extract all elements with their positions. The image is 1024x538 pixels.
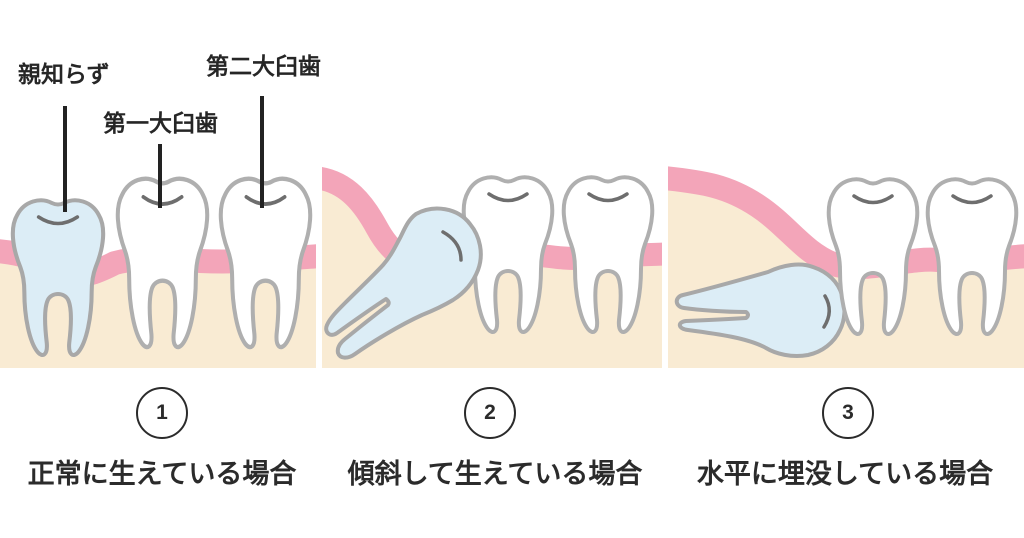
- pointer-line-wisdom-tooth: [63, 106, 67, 212]
- panel-3-caption: 水平に埋没している場合: [696, 459, 994, 489]
- panel-1-number-badge: 1: [136, 387, 188, 439]
- panel-3-number-badge: 3: [822, 387, 874, 439]
- pointer-line-second-molar: [260, 96, 264, 208]
- label-first-molar: 第一大臼歯: [103, 110, 218, 136]
- label-second-molar: 第二大臼歯: [206, 53, 321, 79]
- label-wisdom-tooth: 親知らず: [18, 61, 110, 87]
- panel-2-number-badge: 2: [464, 387, 516, 439]
- panel-3-number: 3: [842, 401, 854, 424]
- panel-2-number: 2: [484, 401, 496, 424]
- panel-2-tilted-eruption: [322, 167, 662, 368]
- wisdom-tooth-horizontal: [674, 262, 847, 359]
- panel-1-number: 1: [156, 401, 168, 424]
- wisdom-tooth-tilted: [324, 206, 483, 360]
- pointer-line-first-molar: [158, 144, 162, 208]
- panel-1-caption: 正常に生えている場合: [27, 459, 297, 489]
- panel-1-normal-eruption: [0, 165, 316, 368]
- panel-2-caption: 傾斜して生えている場合: [347, 459, 643, 489]
- panel-3-horizontal-impaction: [668, 166, 1024, 368]
